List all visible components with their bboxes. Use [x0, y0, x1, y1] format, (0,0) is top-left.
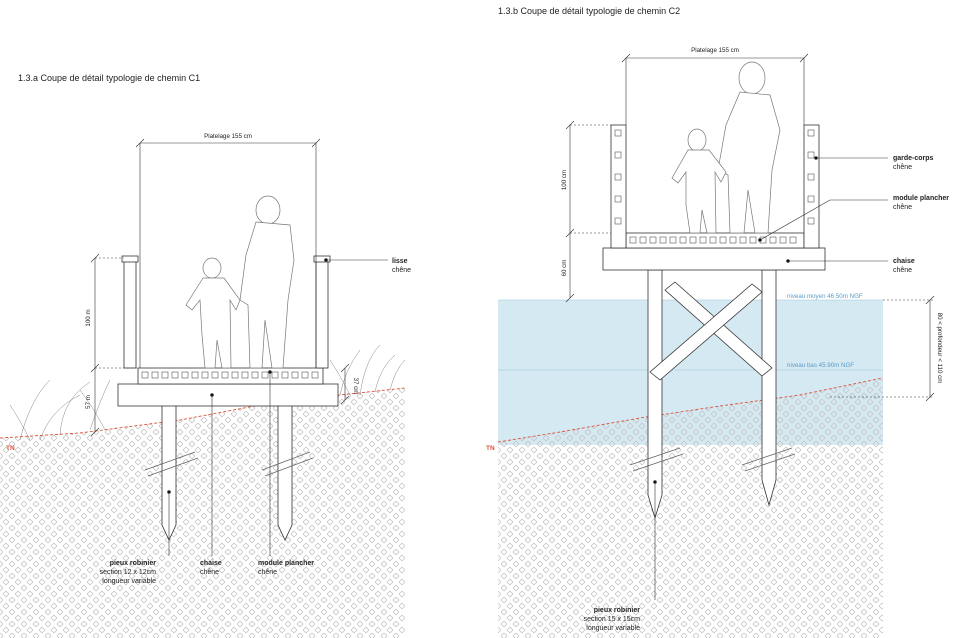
c2-niveau-moyen: niveau moyen 46.50m NGF — [787, 293, 863, 300]
c2-post-right — [803, 124, 820, 249]
c2-cross-bracing — [649, 281, 773, 381]
c2-piles — [629, 269, 796, 520]
c2-chaise-material: chêne — [893, 267, 912, 274]
c1-dim-57: 57 m — [85, 395, 92, 409]
c2-dim-depth: 80 < profondeur < 110 cm — [936, 313, 943, 384]
c1-grass — [9, 344, 406, 441]
c1-ground — [0, 388, 405, 638]
c2-niveau-bas: niveau bas 45.90m NGF — [787, 362, 854, 369]
c1-rail-right — [315, 257, 329, 369]
c2-pieux-line2: longueur variable — [586, 625, 640, 632]
c2-platelage-label: Platelage 155 cm — [691, 47, 739, 54]
section-c2: 1.3.b Coupe de détail typologie de chemi… — [486, 6, 949, 638]
c2-deck — [625, 232, 805, 249]
c1-platelage-label: Platelage 155 cm — [204, 133, 252, 140]
c1-pieux-line2: longueur variable — [102, 578, 156, 585]
c2-gardecorps-name: garde-corps — [893, 155, 934, 162]
c2-chaise-name: chaise — [893, 258, 915, 265]
c1-pieux-name: pieux robinier — [110, 560, 157, 567]
c2-post-left — [610, 124, 627, 249]
c2-leaders — [653, 156, 888, 600]
c1-people-silhouette — [185, 195, 295, 369]
c1-deck-slats — [141, 371, 319, 379]
c1-dim-100: 100 m — [85, 309, 92, 326]
c1-chaise-name: chaise — [200, 560, 222, 567]
c2-chaise-beam — [602, 247, 826, 271]
c1-dim-platelage — [135, 138, 321, 368]
c1-tn-line — [0, 387, 406, 439]
c1-deck — [137, 367, 324, 385]
c2-ground — [498, 378, 883, 638]
c1-lisse-material: chêne — [392, 267, 411, 274]
c2-people-silhouette — [671, 61, 781, 234]
c1-pieux-line1: section 12 x 12cm — [100, 569, 157, 576]
c2-pieux-line1: section 15 x 15cm — [584, 616, 641, 623]
c2-deck-slats — [629, 236, 797, 244]
c1-chaise-material: chêne — [200, 569, 219, 576]
c2-gardecorps-material: chêne — [893, 164, 912, 171]
c2-module-name: module plancher — [893, 195, 949, 202]
c1-tn-label: TN — [6, 445, 15, 452]
c2-dim-100: 100 cm — [561, 170, 568, 190]
c1-dim-37: 37 cm — [352, 378, 359, 395]
c2-dim-60: 60 cm — [561, 260, 568, 277]
c2-module-material: chêne — [893, 204, 912, 211]
c1-leaders — [167, 258, 388, 556]
c2-dim-vertical — [565, 120, 935, 402]
c1-module-material: chêne — [258, 569, 277, 576]
c2-dim-platelage — [621, 53, 809, 125]
c2-tn-line — [497, 377, 884, 443]
section-c1: 1.3.a Coupe de détail typologie de chemi… — [0, 73, 411, 638]
c1-dim-vertical — [90, 253, 350, 437]
c1-lisse-name: lisse — [392, 258, 408, 265]
c1-chaise-beam — [117, 383, 339, 407]
c2-title: 1.3.b Coupe de détail typologie de chemi… — [498, 6, 680, 16]
c2-tn-label: TN — [486, 445, 495, 452]
c1-rail-left — [123, 257, 137, 369]
c2-pieux-name: pieux robinier — [594, 607, 641, 614]
c1-module-name: module plancher — [258, 560, 314, 567]
c1-title: 1.3.a Coupe de détail typologie de chemi… — [18, 73, 200, 83]
c2-post-bolts — [614, 129, 815, 225]
